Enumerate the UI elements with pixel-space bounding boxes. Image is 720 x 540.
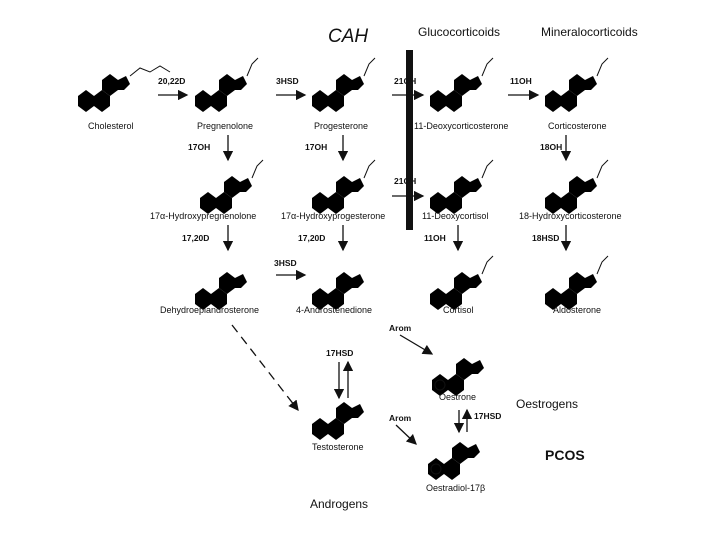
hydroxypregnenolone-label: 17α-Hydroxypregnenolone <box>150 211 256 221</box>
pregnenolone-structure <box>195 57 259 112</box>
pcos-label: PCOS <box>545 447 585 463</box>
enzyme-arom-a: Arom <box>389 323 412 333</box>
enzyme-17hsd-a: 17HSD <box>326 348 353 358</box>
arrow-dhea-testosterone-dashed <box>231 324 299 412</box>
hydroxycorticosterone-label: 18-Hydroxycorticosterone <box>519 211 622 221</box>
progesterone-structure <box>312 57 376 112</box>
arrow-testosterone-oestradiol <box>395 424 417 445</box>
enzyme-17oh-b: 17OH <box>305 142 327 152</box>
enzyme-17hsd-b: 17HSD <box>474 411 501 421</box>
aldosterone-structure <box>545 255 609 310</box>
androstenedione-label: 4-Androstenedione <box>296 305 372 315</box>
deoxycortisol-structure <box>430 159 494 214</box>
arrow-androstenedione-oestrone <box>399 334 434 355</box>
corticosterone-label: Corticosterone <box>548 121 607 131</box>
cortisol-label: Cortisol <box>443 305 474 315</box>
cholesterol-structure <box>78 65 171 112</box>
enzyme-11oh-b: 11OH <box>424 233 446 243</box>
enzyme-20-22d: 20,22D <box>158 76 185 86</box>
cah-block-bar <box>406 50 413 230</box>
enzyme-18hsd: 18HSD <box>532 233 559 243</box>
cah-heading: CAH <box>328 26 368 47</box>
deoxycorticosterone-structure <box>430 57 494 112</box>
enzyme-3hsd-a: 3HSD <box>276 76 299 86</box>
oestradiol-structure <box>428 442 480 480</box>
hydroxyprogesterone-structure <box>312 159 376 214</box>
deoxycorticosterone-label: 11-Deoxycorticosterone <box>414 121 508 131</box>
enzyme-11oh-a: 11OH <box>510 76 532 86</box>
hydroxycorticosterone-structure <box>545 159 609 214</box>
dhea-label: Dehydroepiandrosterone <box>160 305 259 315</box>
hydroxypregnenolone-structure <box>200 159 264 214</box>
testosterone-label: Testosterone <box>312 442 364 452</box>
corticosterone-structure <box>545 57 609 112</box>
oestrogens-heading: Oestrogens <box>516 397 578 411</box>
progesterone-label: Progesterone <box>314 121 368 131</box>
aldosterone-label: Aldosterone <box>553 305 601 315</box>
cortisol-structure <box>430 255 494 310</box>
glucocorticoids-heading: Glucocorticoids <box>418 25 500 39</box>
enzyme-17-20d-b: 17,20D <box>298 233 325 243</box>
enzyme-21oh-b: 21OH <box>394 176 416 186</box>
cholesterol-label: Cholesterol <box>88 121 134 131</box>
enzyme-18oh: 18OH <box>540 142 562 152</box>
pregnenolone-label: Pregnenolone <box>197 121 253 131</box>
testosterone-structure <box>312 402 364 440</box>
oestrone-label: Oestrone <box>439 392 476 402</box>
enzyme-17-20d-a: 17,20D <box>182 233 209 243</box>
hydroxyprogesterone-label: 17α-Hydroxyprogesterone <box>281 211 385 221</box>
enzyme-arom-b: Arom <box>389 413 412 423</box>
oestrone-structure <box>432 358 484 396</box>
oestradiol-label: Oestradiol-17β <box>426 483 485 493</box>
enzyme-21oh-a: 21OH <box>394 76 416 86</box>
enzyme-3hsd-b: 3HSD <box>274 258 297 268</box>
enzyme-17oh-a: 17OH <box>188 142 210 152</box>
mineralocorticoids-heading: Mineralocorticoids <box>541 25 638 39</box>
deoxycortisol-label: 11-Deoxycortisol <box>422 211 488 221</box>
androgens-heading: Androgens <box>310 497 368 511</box>
